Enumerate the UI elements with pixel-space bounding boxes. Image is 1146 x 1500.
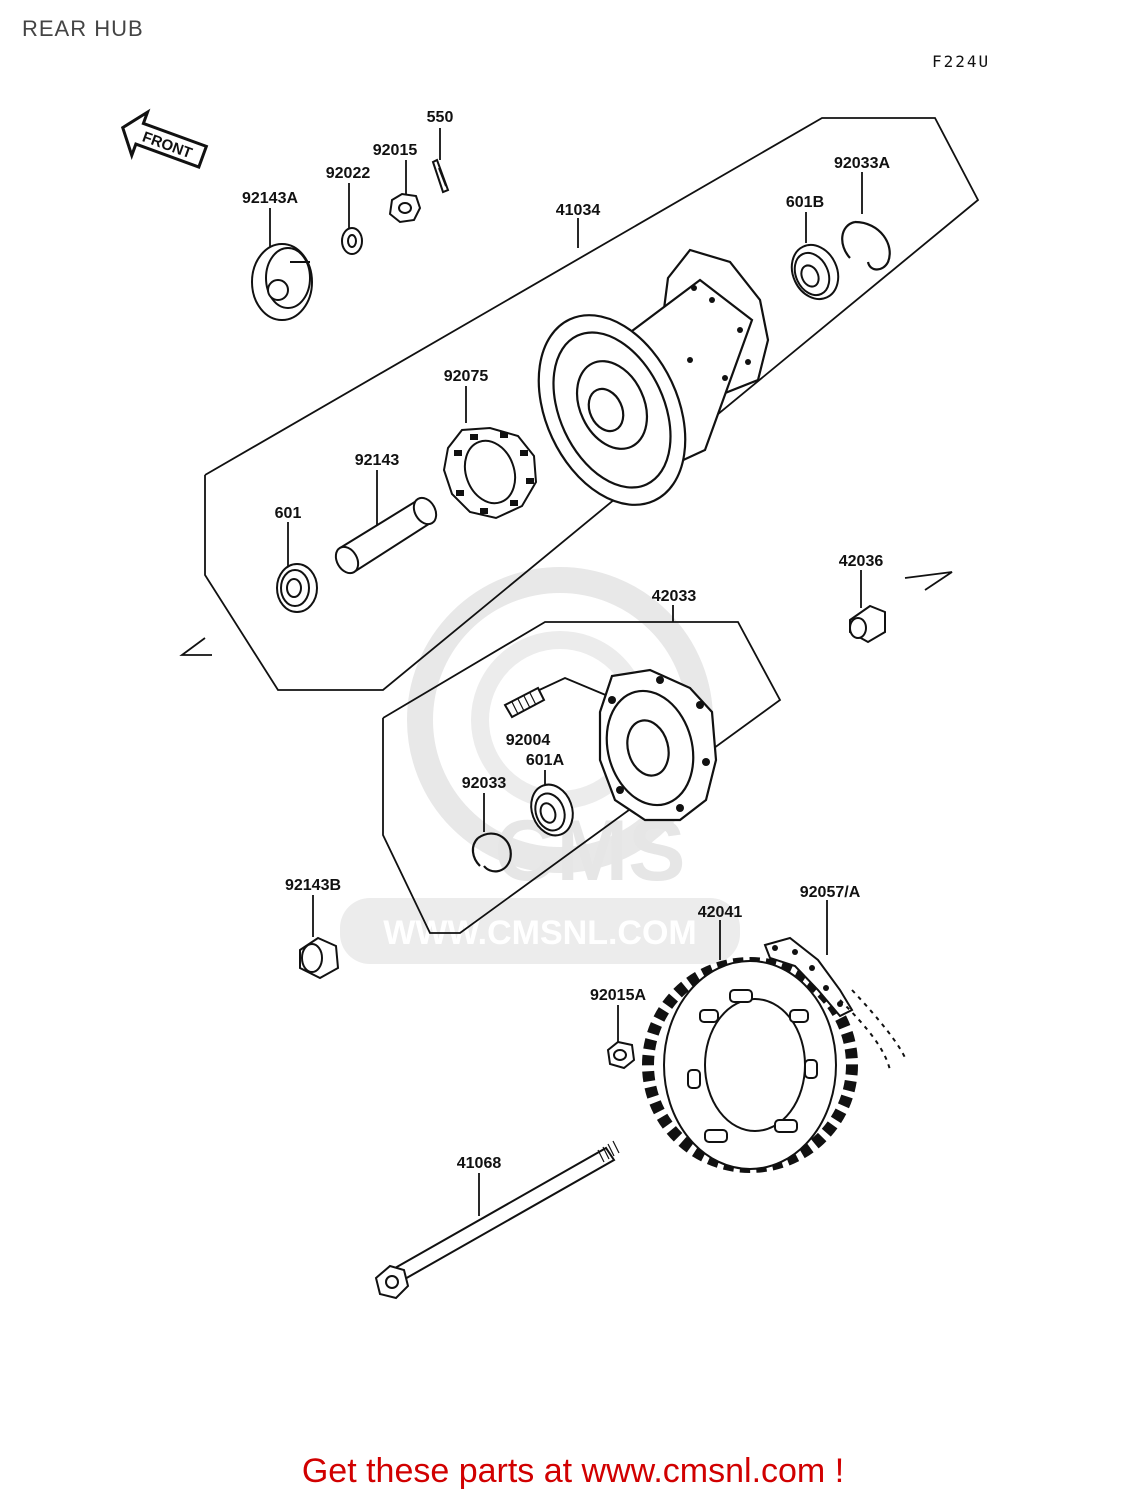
bearing-601 [276,563,318,613]
sprocket-42041 [642,957,858,1173]
label-601A: 601A [526,752,565,769]
cotter-pin-550 [431,158,450,194]
label-41068: 41068 [457,1155,502,1172]
page-title: REAR HUB [22,16,144,41]
label-92004: 92004 [506,732,551,749]
alignment-mark-left [179,637,212,656]
alignment-mark-right [904,571,953,591]
collar-tube-92143 [334,496,438,575]
nut-92015A [606,1040,636,1070]
label-42033: 42033 [652,588,697,605]
label-601: 601 [275,505,302,522]
collar-92143A [251,243,313,321]
label-41034: 41034 [556,202,601,219]
coupling-assembly-boundary [382,621,782,934]
damper-92075 [442,426,538,520]
chain-92057A [763,936,907,1071]
label-92022: 92022 [326,165,371,182]
bearing-601B [790,243,840,301]
label-42041: 42041 [698,904,743,921]
collar-42036 [849,604,886,644]
exploded-parts-diagram: CMS WWW.CMSNL.COM FRONT [120,108,980,1300]
label-550: 550 [427,109,454,126]
label-92033: 92033 [462,775,507,792]
leader-lines [269,128,863,1216]
label-92143: 92143 [355,452,400,469]
label-92033A: 92033A [834,155,890,172]
label-92143A: 92143A [242,190,298,207]
label-92015A: 92015A [590,987,646,1004]
label-92057A: 92057/A [800,884,861,901]
label-92143B: 92143B [285,877,341,894]
collar-92143B [299,936,340,980]
hub-41034 [537,248,770,506]
axle-41068 [374,1140,620,1300]
washer-92022 [341,227,363,255]
stud-92004 [503,686,546,719]
nut-92015 [388,192,422,224]
bearing-601A [530,783,574,837]
label-601B: 601B [786,194,824,211]
diagram-code: F224U [932,52,991,71]
label-92015: 92015 [373,142,418,159]
label-92075: 92075 [444,368,489,385]
label-42036: 42036 [839,553,884,570]
front-arrow-marker: FRONT [120,108,209,169]
circlip-92033 [471,832,512,873]
footer-cta-link[interactable]: Get these parts at www.cmsnl.com ! [301,1452,845,1490]
part-labels: 550 92015 92022 92143A 41034 601B 92033A… [242,109,890,1172]
circlip-92033A [841,220,891,271]
coupling-42033 [598,668,718,822]
